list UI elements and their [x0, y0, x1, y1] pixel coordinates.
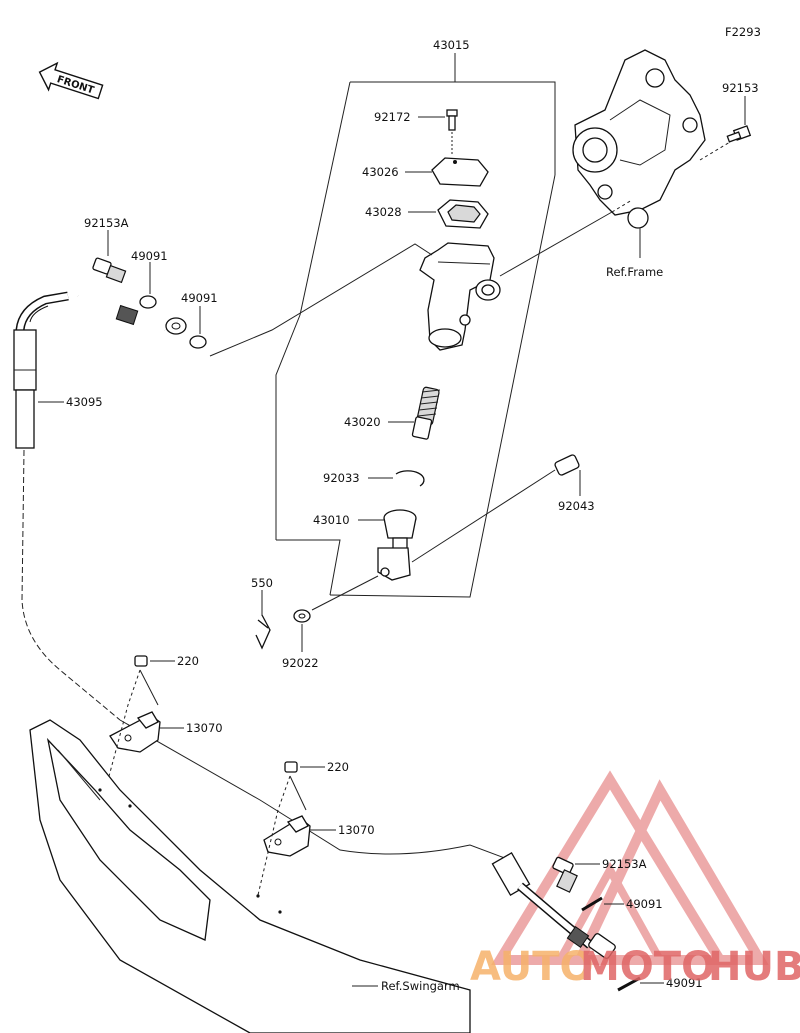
label-92033: 92033	[323, 471, 360, 485]
screw-220-a	[134, 655, 148, 667]
label-13070-b: 13070	[338, 823, 375, 837]
hose-lower-fitting	[491, 852, 616, 959]
clamp-13070-b	[263, 815, 311, 857]
label-550: 550	[251, 576, 273, 590]
watermark-text: AUTO MOTO HUB	[470, 944, 800, 990]
washer-49091-a	[139, 295, 157, 309]
hose-banjo-fitting	[76, 292, 187, 335]
label-220-a: 220	[177, 654, 199, 668]
label-43010: 43010	[313, 513, 350, 527]
label-43028: 43028	[365, 205, 402, 219]
label-92153: 92153	[722, 81, 759, 95]
circlip-92033	[395, 470, 425, 487]
reservoir-cap-43026	[431, 157, 489, 187]
label-220-b: 220	[327, 760, 349, 774]
banjo-bolt-92153A-bottom	[552, 856, 578, 893]
frame-bracket	[572, 49, 706, 229]
washer-92022	[293, 609, 311, 623]
label-13070-a: 13070	[186, 721, 223, 735]
label-43026: 43026	[362, 165, 399, 179]
label-49091-d: 49091	[666, 976, 703, 990]
washer-49091-d	[617, 976, 641, 992]
label-43095: 43095	[66, 395, 103, 409]
pin-92043	[554, 454, 580, 476]
watermark-part3: HUB	[708, 944, 800, 990]
washer-49091-b	[189, 335, 207, 349]
spring-43020	[411, 386, 441, 440]
assembly-bracket-43015	[275, 53, 556, 598]
label-49091-b: 49091	[181, 291, 218, 305]
front-arrow-icon: FRONT	[38, 61, 104, 100]
banjo-bolt-92153A-top	[92, 257, 127, 284]
watermark-part1: AUTO	[470, 944, 594, 990]
figure-code: F2293	[725, 25, 761, 39]
push-rod-43010	[377, 509, 417, 581]
ref-swingarm-label: Ref.Swingarm	[381, 979, 460, 993]
label-92153A-top: 92153A	[84, 216, 129, 230]
label-43015: 43015	[433, 38, 470, 52]
ref-frame-label: Ref.Frame	[606, 265, 663, 279]
label-92043: 92043	[558, 499, 595, 513]
cotter-pin-550	[255, 614, 271, 650]
label-92022: 92022	[282, 656, 319, 670]
hose-43095	[13, 291, 69, 449]
label-43020: 43020	[344, 415, 381, 429]
screw-92172	[446, 109, 458, 131]
label-49091-a: 49091	[131, 249, 168, 263]
label-92172: 92172	[374, 110, 411, 124]
watermark-part2: MOTO	[580, 944, 715, 990]
diaphragm-43028	[437, 199, 489, 229]
washer-49091-c	[581, 896, 603, 912]
watermark-logo	[491, 770, 769, 965]
bolt-92153	[726, 125, 752, 143]
master-cylinder-body	[419, 242, 501, 351]
label-92153A-bottom: 92153A	[602, 857, 647, 871]
label-49091-c: 49091	[626, 897, 663, 911]
clamp-13070-a	[109, 711, 161, 753]
swingarm	[29, 719, 471, 1033]
screw-220-b	[284, 761, 298, 773]
